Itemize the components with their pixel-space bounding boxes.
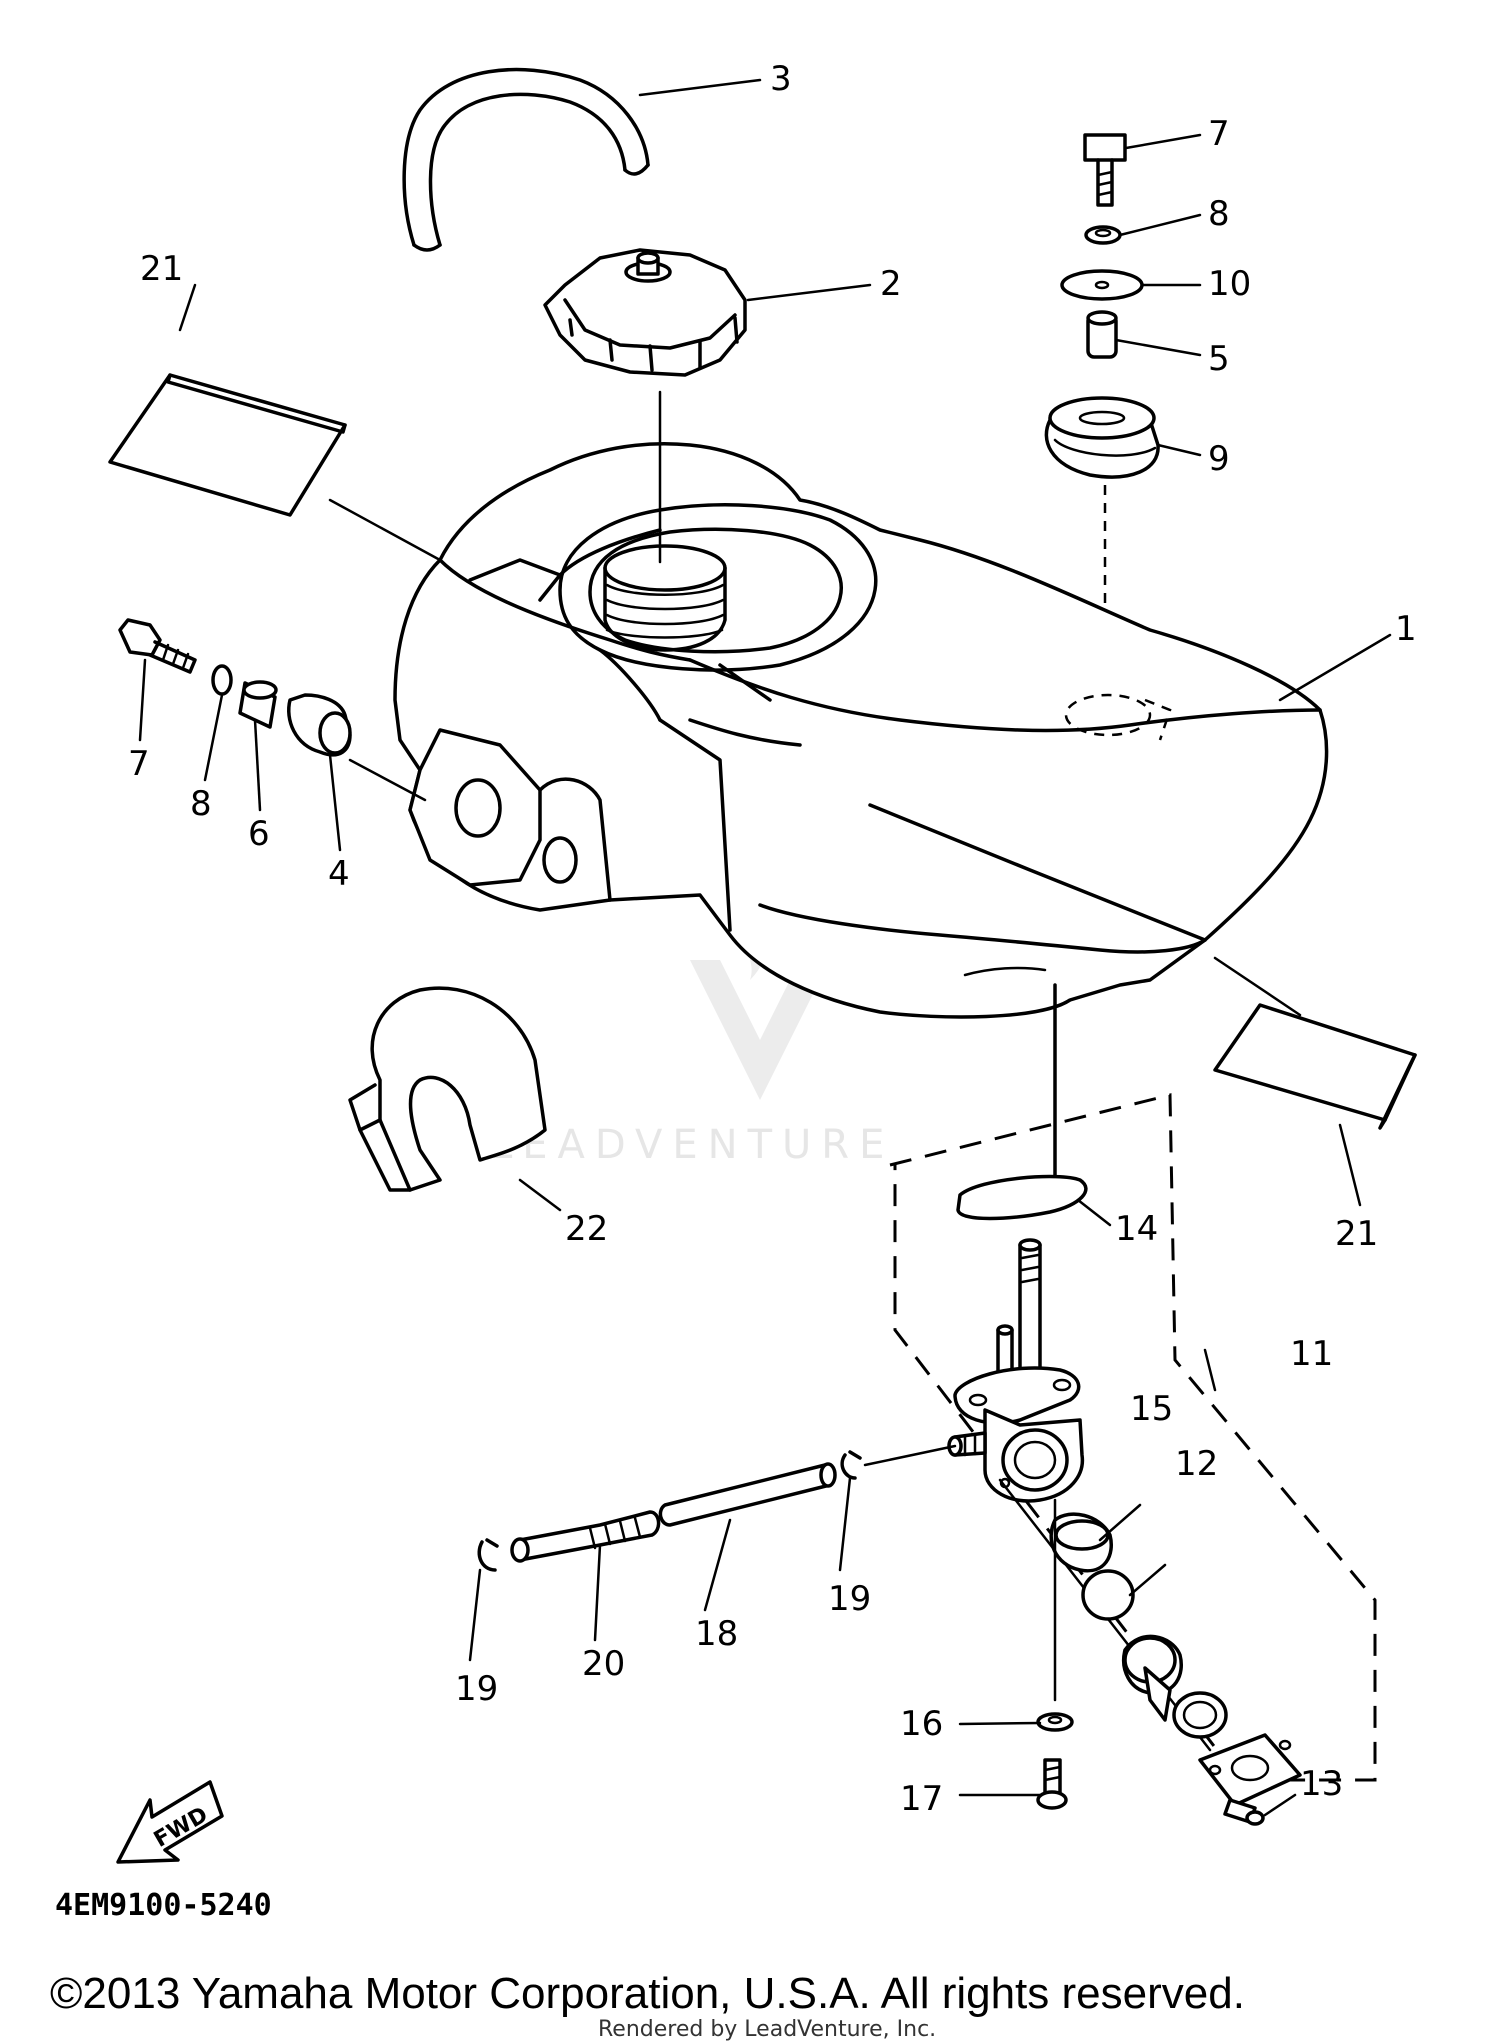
callout-12: 12 [1175, 1444, 1218, 1484]
callout-numbers: 3 2 7 8 10 5 9 1 21 7 8 6 4 21 22 14 11 … [128, 59, 1417, 1819]
label-sticker-left [108, 373, 347, 517]
callout-18: 18 [695, 1614, 738, 1654]
callout-15: 15 [1130, 1389, 1173, 1429]
callout-17: 17 [900, 1779, 943, 1819]
callout-8-right: 8 [1208, 194, 1230, 234]
fuel-cock-body [947, 1238, 1085, 1503]
copyright-notice: ©2013 Yamaha Motor Corporation, U.S.A. A… [50, 1969, 1245, 2018]
callout-6: 6 [248, 814, 270, 854]
leader-lines [328, 390, 1302, 1017]
mount-bolt-stack-left [118, 618, 352, 757]
rendered-by-credit: Rendered by LeadVenture, Inc. [598, 2017, 936, 2041]
callout-7-left: 7 [128, 744, 150, 784]
callout-8-left: 8 [190, 784, 212, 824]
callout-19-left: 19 [455, 1669, 498, 1709]
callout-4: 4 [328, 854, 350, 894]
callout-10: 10 [1208, 264, 1251, 304]
breather-hose [402, 67, 650, 252]
fuel-cock-internals [998, 1478, 1302, 1826]
fuel-cock-assembly-box [889, 1093, 1377, 1782]
callout-2: 2 [880, 264, 902, 304]
forward-arrow-icon: FWD [116, 1780, 224, 1864]
label-sticker-right [1213, 1003, 1417, 1130]
drain-screw-and-washer [1036, 1498, 1074, 1810]
callout-21-right: 21 [1335, 1214, 1378, 1254]
gasket-strip [956, 1174, 1088, 1221]
callout-9: 9 [1208, 439, 1230, 479]
callout-21-left: 21 [140, 249, 183, 289]
callout-3: 3 [770, 59, 792, 99]
callout-16: 16 [900, 1704, 943, 1744]
leadventure-watermark: LEADVENTURE [490, 900, 894, 1168]
watermark-text: LEADVENTURE [490, 1122, 894, 1168]
callout-20: 20 [582, 1644, 625, 1684]
callout-14: 14 [1115, 1209, 1158, 1249]
callout-19-right: 19 [828, 1579, 871, 1619]
mount-bolt-stack-right [1044, 133, 1160, 690]
callout-13: 13 [1300, 1764, 1343, 1804]
tank-guard-pad [348, 986, 547, 1192]
fuel-hose-assembly [477, 1444, 957, 1572]
callout-7-right: 7 [1208, 114, 1230, 154]
callout-11: 11 [1290, 1334, 1333, 1374]
part-code: 4EM9100-5240 [55, 1888, 272, 1923]
fuel-cap [543, 248, 747, 377]
callout-22: 22 [565, 1209, 608, 1249]
callout-1: 1 [1395, 609, 1417, 649]
callout-leaders [138, 78, 1392, 1817]
callout-5: 5 [1208, 339, 1230, 379]
